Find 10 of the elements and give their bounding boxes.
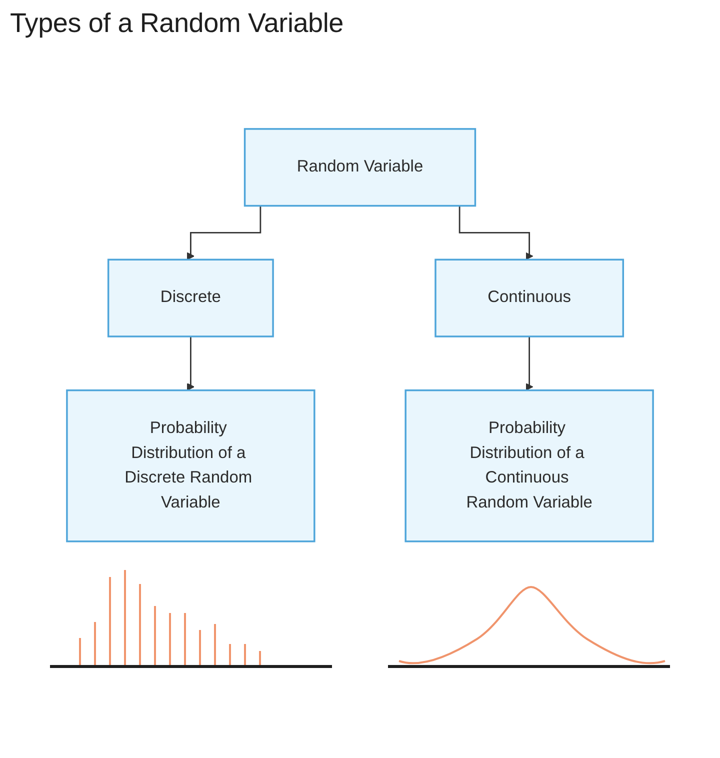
process-box: Discrete [107, 258, 274, 338]
process-box: Probability Distribution of a Discrete Random Variable [66, 389, 316, 542]
process-box: Random Variable [244, 128, 476, 207]
arrow [186, 206, 262, 260]
process-box: Probability Distribution of a Continuous Random Variable [404, 389, 654, 542]
arrow [458, 206, 534, 260]
process-box: Continuous [434, 258, 624, 338]
arrow [186, 336, 194, 391]
arrow [526, 336, 534, 391]
diagram-title: Types of a Random Variable [10, 8, 344, 39]
